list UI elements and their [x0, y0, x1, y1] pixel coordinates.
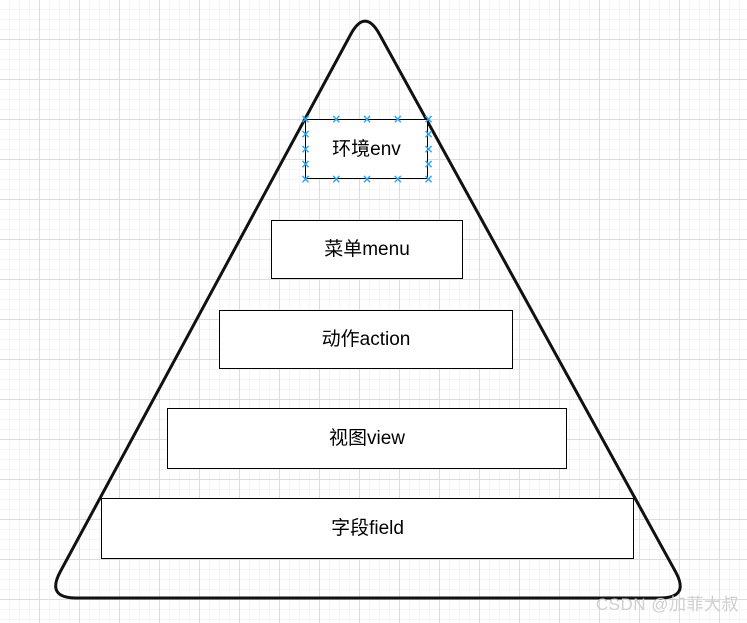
layer-box-env[interactable]: 环境env: [305, 119, 428, 179]
layer-box-view[interactable]: 视图view: [167, 408, 567, 469]
layer-label-menu: 菜单menu: [324, 239, 410, 260]
pyramid-path: [54, 19, 682, 600]
layer-label-env: 环境env: [332, 138, 401, 160]
layer-box-field[interactable]: 字段field: [101, 498, 634, 559]
layer-label-field: 字段field: [331, 518, 404, 539]
layer-label-action: 动作action: [321, 329, 411, 350]
layer-label-view: 视图view: [328, 428, 405, 449]
watermark-text: CSDN @加菲大叔: [595, 595, 739, 614]
layer-box-menu[interactable]: 菜单menu: [271, 220, 463, 279]
layer-box-action[interactable]: 动作action: [219, 310, 513, 369]
